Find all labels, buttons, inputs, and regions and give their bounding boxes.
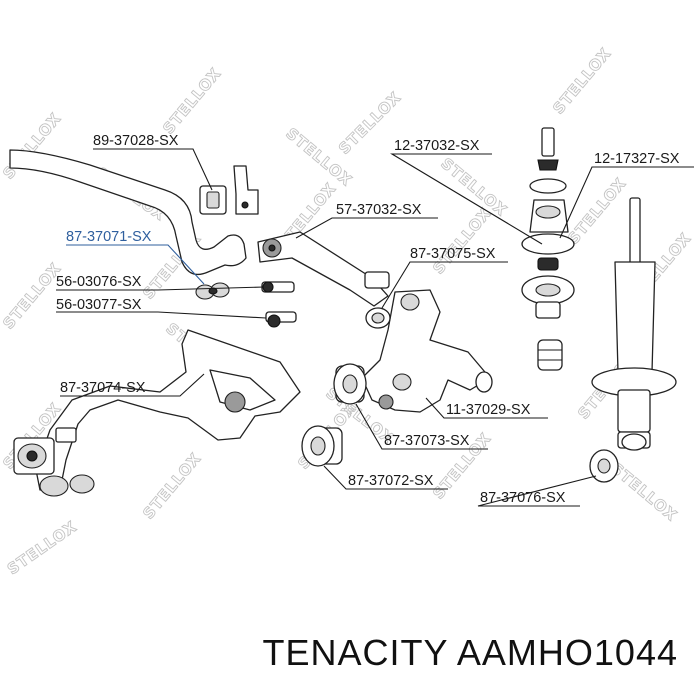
shock-absorber: [591, 197, 677, 451]
part-label-87-37074-sx: 87-37074-SX: [60, 380, 146, 396]
strut-mount-stack: [521, 127, 575, 319]
part-label-12-17327-sx: 12-17327-SX: [594, 151, 680, 167]
part-label-87-37075-sx: 87-37075-SX: [410, 246, 496, 262]
watermark-text: STELLOX: [159, 64, 225, 137]
shock-bushing: [589, 449, 619, 483]
stabilizer-bracket: [233, 165, 259, 215]
lower-arm: [13, 329, 301, 497]
stabilizer-bar: [9, 149, 247, 276]
part-label-89-37028-sx: 89-37028-SX: [93, 133, 179, 149]
silent-block-87-37075: [365, 307, 391, 329]
bump-stop: [537, 339, 563, 371]
part-label-11-37029-sx: 11-37029-SX: [446, 402, 531, 418]
part-label-87-37076-sx: 87-37076-SX: [480, 490, 566, 506]
upper-arm: [257, 231, 390, 307]
stabilizer-link-bushing: [195, 282, 230, 300]
part-label-87-37071-sx: 87-37071-SX: [66, 229, 152, 245]
part-label-56-03077-sx: 56-03077-SX: [56, 297, 142, 313]
part-label-12-37032-sx: 12-37032-SX: [394, 138, 480, 154]
watermark-text: STELLOX: [0, 259, 65, 332]
steering-knuckle: [361, 289, 493, 413]
brand-part-number: TENACITY AAMHO1044: [262, 632, 678, 673]
silent-block-87-37073: [333, 363, 367, 405]
watermark-text: STELLOX: [429, 204, 495, 277]
part-label-56-03076-sx: 56-03076-SX: [56, 274, 142, 290]
stabilizer-link: [261, 281, 297, 328]
part-label-87-37073-sx: 87-37073-SX: [384, 433, 470, 449]
watermark-text: STELLOX: [139, 449, 205, 522]
watermark-text: STELLOX: [564, 174, 630, 247]
silent-block-87-37072: [301, 425, 343, 467]
watermark-text: STELLOX: [437, 154, 510, 220]
part-label-57-37032-sx: 57-37032-SX: [336, 202, 422, 218]
watermark-text: STELLOX: [607, 459, 680, 525]
watermark-text: STELLOX: [549, 44, 615, 117]
watermark-text: STELLOX: [4, 517, 80, 578]
part-label-87-37072-sx: 87-37072-SX: [348, 473, 434, 489]
leader-lines: [56, 148, 694, 507]
